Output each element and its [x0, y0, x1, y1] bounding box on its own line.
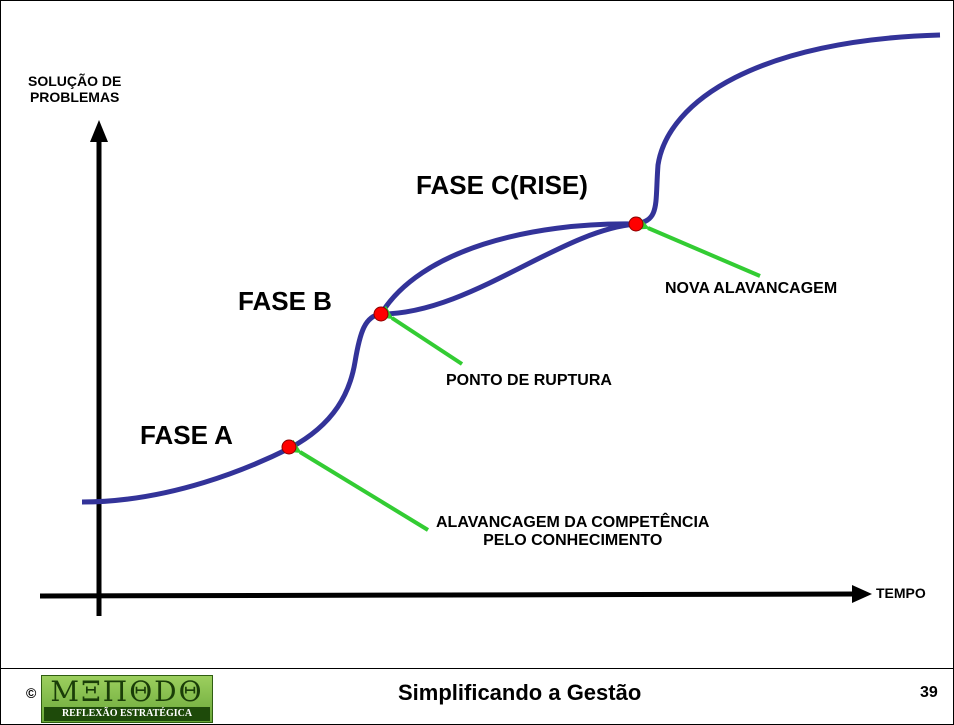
footer-divider: [0, 668, 954, 669]
annotation-alavancagem-line2: PELO CONHECIMENTO: [483, 532, 663, 550]
x-axis-arrowhead: [852, 585, 872, 603]
annotation-alavancagem-line1: ALAVANCAGEM DA COMPETÊNCIA: [436, 514, 710, 531]
page-number: 39: [920, 684, 938, 701]
phase-c-label: FASE C(RISE): [416, 170, 588, 200]
growth-curve: [81, 32, 941, 505]
x-axis: [39, 591, 857, 599]
annotation-alavancagem: ALAVANCAGEM DA COMPETÊNCIA PELO CONHECIM…: [436, 514, 709, 551]
arrow-alavancagem-competencia: [286, 439, 430, 532]
footer-title: Simplificando a Gestão: [398, 680, 642, 705]
logo-tagline: REFLEXÃO ESTRATÉGICA: [44, 707, 210, 721]
arrow-ponto-de-ruptura: [378, 305, 464, 366]
point-ruptura: [373, 306, 389, 322]
metodo-logo: MΞΠΘDΘ REFLEXÃO ESTRATÉGICA: [41, 675, 213, 723]
y-axis-label-line2: PROBLEMAS: [29, 89, 120, 106]
phase-b-label: FASE B: [238, 286, 332, 316]
y-axis-label: SOLUÇÃO DE PROBLEMAS: [28, 73, 121, 105]
annotation-nova-alavancagem: NOVA ALAVANCAGEM: [665, 280, 838, 297]
annotation-ponto-de-ruptura: PONTO DE RUPTURA: [446, 372, 612, 389]
logo-wordmark: MΞΠΘDΘ: [50, 675, 204, 708]
alternative-curve: [378, 221, 637, 316]
point-nova-alavancagem: [628, 216, 644, 232]
copyright-symbol: ©: [26, 685, 37, 701]
x-axis-label: TEMPO: [876, 585, 926, 601]
phase-a-label: FASE A: [140, 420, 233, 450]
y-axis-label-line1: SOLUÇÃO DE: [28, 73, 122, 89]
arrow-nova-alavancagem: [634, 216, 761, 278]
point-fase-a: [281, 439, 297, 455]
y-axis-arrowhead: [90, 120, 108, 142]
